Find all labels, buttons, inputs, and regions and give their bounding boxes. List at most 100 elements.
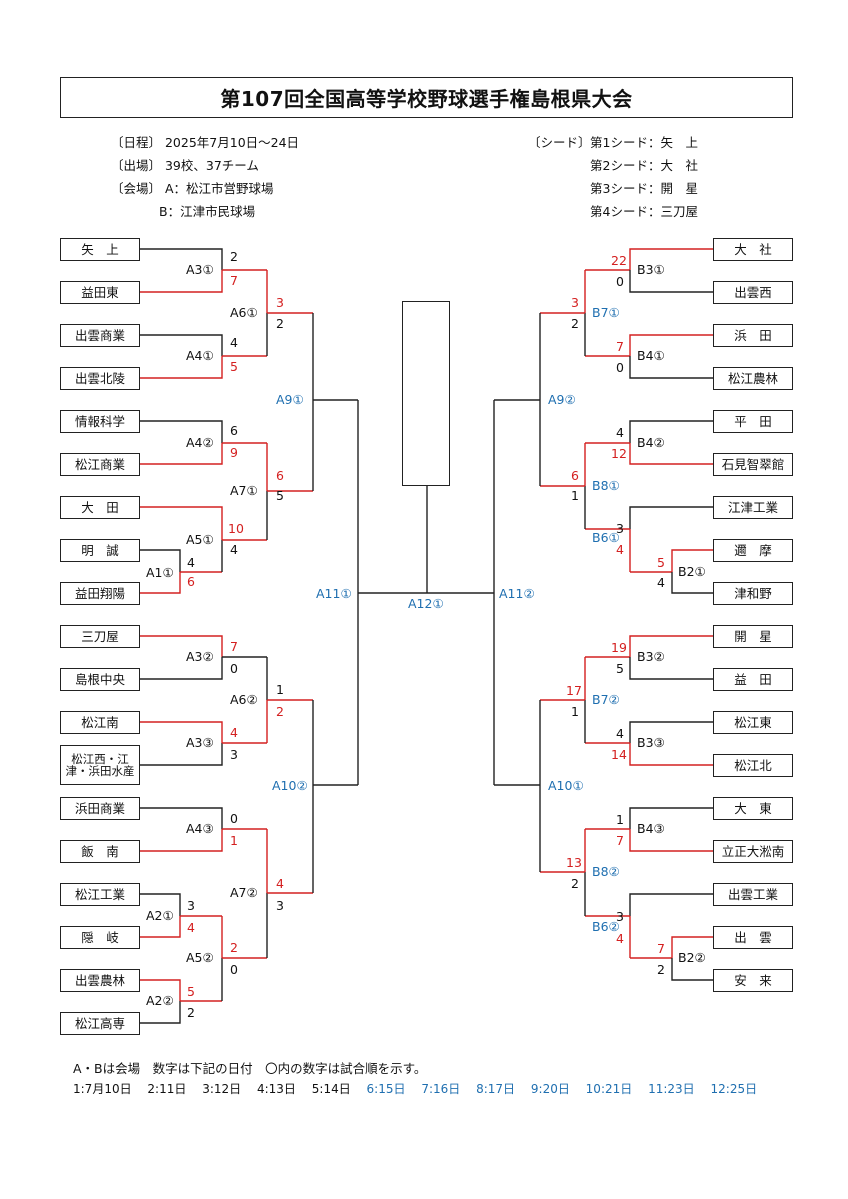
bracket-line bbox=[629, 270, 713, 293]
bracket-line bbox=[140, 893, 181, 916]
game-label: A6① bbox=[230, 305, 258, 320]
date-10: 10:21日 bbox=[585, 1082, 633, 1096]
score-label: 4 bbox=[230, 335, 238, 350]
date-7: 7:16日 bbox=[421, 1082, 461, 1096]
bracket-line bbox=[629, 334, 713, 356]
game-label: A3① bbox=[186, 262, 214, 277]
team-box: 松江南 bbox=[60, 711, 140, 734]
team-box: 出雲工業 bbox=[713, 883, 793, 906]
bracket-line bbox=[629, 248, 713, 270]
team-box: 松江東 bbox=[713, 711, 793, 734]
game-label: A4③ bbox=[186, 821, 214, 836]
bracket-line bbox=[671, 549, 713, 572]
game-label: A9② bbox=[548, 392, 576, 407]
bracket-line bbox=[629, 721, 713, 743]
score-label: 2 bbox=[187, 1005, 195, 1020]
team-box: 大 東 bbox=[713, 797, 793, 820]
team-box: 出雲商業 bbox=[60, 324, 140, 347]
score-label: 4 bbox=[616, 542, 624, 557]
bracket-line bbox=[671, 936, 713, 958]
score-label: 4 bbox=[616, 931, 624, 946]
game-label: B7② bbox=[592, 692, 620, 707]
score-label: 0 bbox=[230, 661, 238, 676]
score-label: 3 bbox=[230, 747, 238, 762]
score-label: 14 bbox=[611, 747, 627, 762]
date-3: 3:12日 bbox=[202, 1082, 242, 1096]
score-label: 4 bbox=[657, 575, 665, 590]
game-label: A4② bbox=[186, 435, 214, 450]
team-box: 出雲西 bbox=[713, 281, 793, 304]
score-label: 4 bbox=[187, 555, 195, 570]
score-label: 7 bbox=[230, 639, 238, 654]
team-box: 安 来 bbox=[713, 969, 793, 992]
game-label: A3② bbox=[186, 649, 214, 664]
bracket-line bbox=[671, 958, 713, 981]
team-box: 出 雲 bbox=[713, 926, 793, 949]
team-box: 津和野 bbox=[713, 582, 793, 605]
bracket-line bbox=[140, 334, 223, 356]
score-label: 6 bbox=[571, 468, 579, 483]
score-label: 2 bbox=[276, 316, 284, 331]
score-label: 5 bbox=[187, 984, 195, 999]
game-label: B4② bbox=[637, 435, 665, 450]
team-box: 松江農林 bbox=[713, 367, 793, 390]
score-label: 9 bbox=[230, 445, 238, 460]
bracket-line bbox=[140, 807, 223, 829]
score-label: 2 bbox=[571, 876, 579, 891]
bracket-line bbox=[671, 572, 713, 594]
bracket-line bbox=[140, 743, 223, 766]
date-2: 2:11日 bbox=[147, 1082, 187, 1096]
date-11: 11:23日 bbox=[648, 1082, 695, 1096]
team-box: 益田翔陽 bbox=[60, 582, 140, 605]
score-label: 7 bbox=[230, 273, 238, 288]
team-box: 松江北 bbox=[713, 754, 793, 777]
score-label: 12 bbox=[611, 446, 627, 461]
game-label: B8② bbox=[592, 864, 620, 879]
game-label: A10① bbox=[548, 778, 584, 793]
score-label: 3 bbox=[616, 521, 624, 536]
score-label: 4 bbox=[230, 725, 238, 740]
bracket-line bbox=[629, 807, 713, 829]
score-label: 10 bbox=[228, 521, 244, 536]
bracket-line bbox=[140, 356, 223, 379]
bracket-line bbox=[140, 506, 223, 540]
game-label: B4① bbox=[637, 348, 665, 363]
team-box: 松江高専 bbox=[60, 1012, 140, 1035]
game-label: A7① bbox=[230, 483, 258, 498]
date-1: 1:7月10日 bbox=[73, 1082, 132, 1096]
team-box: 松江西・江津・浜田水産 bbox=[60, 745, 140, 785]
score-label: 17 bbox=[566, 683, 582, 698]
bracket-line bbox=[140, 270, 223, 293]
bracket-line bbox=[629, 506, 713, 529]
team-box: 情報科学 bbox=[60, 410, 140, 433]
score-label: 3 bbox=[276, 898, 284, 913]
seed-2: 第2シード：大 社 bbox=[590, 158, 698, 173]
team-box: 松江工業 bbox=[60, 883, 140, 906]
score-label: 3 bbox=[187, 898, 195, 913]
seed-info: 〔シード〕第1シード：矢 上 第2シード：大 社 第3シード：開 星 第4シード… bbox=[528, 131, 698, 223]
bracket-line bbox=[629, 657, 713, 680]
team-box: 矢 上 bbox=[60, 238, 140, 261]
score-label: 3 bbox=[616, 909, 624, 924]
date-12: 12:25日 bbox=[710, 1082, 758, 1096]
bracket-line bbox=[140, 443, 223, 465]
bracket-line bbox=[140, 721, 223, 743]
bracket-line bbox=[140, 979, 181, 1001]
game-label: A7② bbox=[230, 885, 258, 900]
game-label: B3① bbox=[637, 262, 665, 277]
bracket-line bbox=[629, 829, 713, 852]
date-9: 9:20日 bbox=[530, 1082, 570, 1096]
score-label: 3 bbox=[276, 295, 284, 310]
score-label: 6 bbox=[230, 423, 238, 438]
game-label: A11② bbox=[499, 586, 535, 601]
bracket-line bbox=[629, 743, 713, 766]
score-label: 0 bbox=[230, 811, 238, 826]
score-label: 5 bbox=[657, 555, 665, 570]
team-box: 浜田商業 bbox=[60, 797, 140, 820]
score-label: 7 bbox=[657, 941, 665, 956]
game-label: A2① bbox=[146, 908, 174, 923]
bracket-line bbox=[140, 829, 223, 852]
game-label: A11① bbox=[316, 586, 352, 601]
team-box: 飯 南 bbox=[60, 840, 140, 863]
